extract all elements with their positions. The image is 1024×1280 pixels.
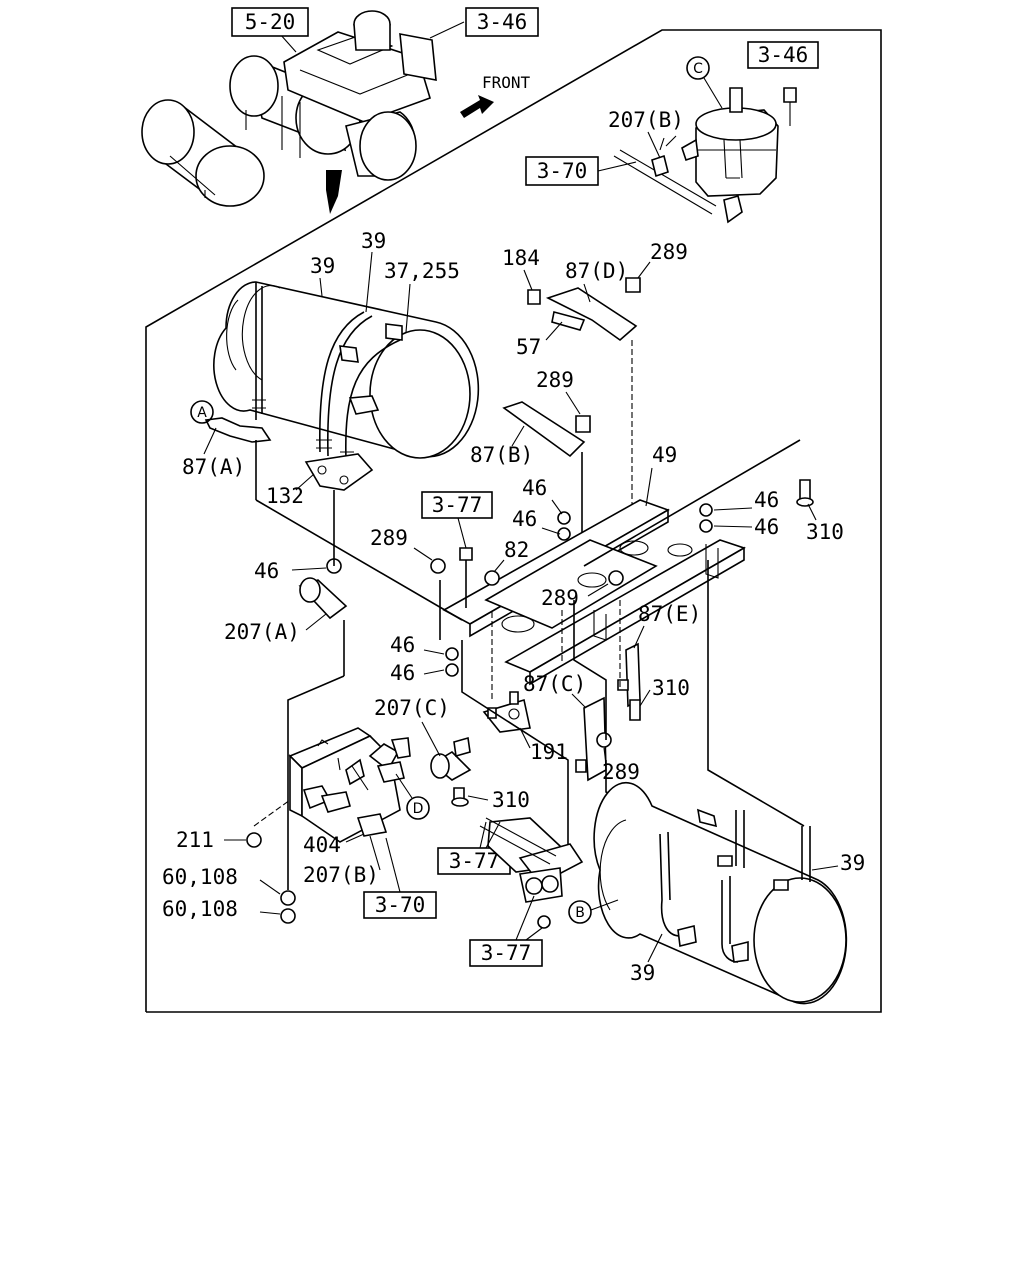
ref-box-3-77-low2[interactable]: 3-77 bbox=[469, 939, 543, 967]
label-207c: 207(C) bbox=[374, 696, 450, 720]
label-207b-low: 207(B) bbox=[303, 863, 379, 887]
truck-overview-illustration bbox=[141, 10, 465, 214]
label-49: 49 bbox=[652, 443, 677, 467]
svg-text:A: A bbox=[197, 405, 207, 421]
overview-tank-right bbox=[345, 111, 417, 181]
circle-marker-c: C bbox=[686, 56, 723, 109]
label-46-m1: 46 bbox=[390, 633, 415, 657]
label-39-bot: 39 bbox=[630, 961, 655, 985]
label-87c: 87(C) bbox=[523, 672, 586, 696]
svg-text:D: D bbox=[413, 801, 424, 817]
svg-text:3-46: 3-46 bbox=[477, 10, 528, 34]
label-184: 184 bbox=[502, 246, 540, 270]
bracket-87a bbox=[204, 417, 272, 443]
fasteners-frame bbox=[326, 479, 814, 677]
label-289-d: 289 bbox=[541, 586, 579, 610]
ref-box-3-46-top[interactable]: 3-46 bbox=[465, 7, 539, 37]
ref-box-3-70-top[interactable]: 3-70 bbox=[525, 156, 599, 186]
diagram-frame bbox=[145, 29, 882, 1013]
label-46-r2: 46 bbox=[754, 515, 779, 539]
svg-text:3-46: 3-46 bbox=[758, 43, 809, 67]
svg-text:C: C bbox=[693, 61, 703, 77]
label-191: 191 bbox=[530, 740, 568, 764]
bracket-87e bbox=[617, 642, 641, 708]
label-82: 82 bbox=[504, 538, 529, 562]
cross-member-49 bbox=[255, 439, 801, 686]
label-46-b: 46 bbox=[512, 507, 537, 531]
label-87d: 87(D) bbox=[565, 259, 628, 283]
circle-marker-a: A bbox=[190, 400, 214, 424]
svg-text:3-77: 3-77 bbox=[449, 849, 500, 873]
label-57: 57 bbox=[516, 335, 541, 359]
label-60-108-b: 60,108 bbox=[162, 897, 238, 921]
label-39-a: 39 bbox=[361, 229, 386, 253]
label-207a: 207(A) bbox=[224, 620, 300, 644]
label-289-b: 289 bbox=[536, 368, 574, 392]
front-arrow-icon bbox=[460, 95, 494, 118]
label-87e: 87(E) bbox=[638, 602, 701, 626]
ref-box-3-77-mid[interactable]: 3-77 bbox=[421, 491, 493, 519]
svg-text:B: B bbox=[575, 905, 585, 921]
svg-text:3-70: 3-70 bbox=[537, 159, 588, 183]
svg-text:5-20: 5-20 bbox=[245, 10, 296, 34]
front-label: FRONT bbox=[482, 73, 531, 92]
front-direction-indicator: FRONT bbox=[460, 73, 531, 118]
label-46-r1: 46 bbox=[754, 488, 779, 512]
label-46-l: 46 bbox=[254, 559, 279, 583]
label-207b-top: 207(B) bbox=[608, 108, 684, 132]
label-310-m: 310 bbox=[652, 676, 690, 700]
svg-text:3-77: 3-77 bbox=[432, 493, 483, 517]
label-211: 211 bbox=[176, 828, 214, 852]
bracket-87d bbox=[527, 277, 641, 510]
bracket-87c bbox=[575, 696, 641, 782]
overview-module-box bbox=[283, 10, 437, 123]
plate-132 bbox=[304, 453, 374, 491]
label-87b: 87(B) bbox=[470, 443, 533, 467]
label-37-255: 37,255 bbox=[384, 259, 460, 283]
overview-tank-left bbox=[141, 99, 265, 207]
svg-text:3-77: 3-77 bbox=[481, 941, 532, 965]
label-87a: 87(A) bbox=[182, 455, 245, 479]
label-46-m2: 46 bbox=[390, 661, 415, 685]
connecting-lines bbox=[287, 560, 805, 890]
valve-block-assembly bbox=[246, 727, 472, 924]
label-46-a: 46 bbox=[522, 476, 547, 500]
label-310-b: 310 bbox=[492, 788, 530, 812]
circle-marker-b: B bbox=[568, 899, 619, 924]
label-289-c: 289 bbox=[370, 526, 408, 550]
label-310-r: 310 bbox=[806, 520, 844, 544]
svg-text:3-70: 3-70 bbox=[375, 893, 426, 917]
circle-marker-d: D bbox=[395, 773, 430, 820]
label-289-e: 289 bbox=[602, 760, 640, 784]
relay-valve-assembly bbox=[479, 817, 584, 929]
air-dryer-assembly bbox=[597, 87, 797, 224]
label-39-r: 39 bbox=[840, 851, 865, 875]
label-60-108-a: 60,108 bbox=[162, 865, 238, 889]
plate-191 bbox=[482, 612, 531, 733]
ref-box-5-20[interactable]: 5-20 bbox=[231, 7, 309, 37]
ref-box-3-70-low[interactable]: 3-70 bbox=[363, 891, 437, 919]
label-289-top: 289 bbox=[650, 240, 688, 264]
overview-pointer-arrow bbox=[326, 170, 342, 214]
label-404: 404 bbox=[303, 833, 341, 857]
callout-labels: 207(B) 39 39 37,255 184 87(D) 289 57 289… bbox=[162, 108, 865, 985]
clamp-207a bbox=[298, 577, 348, 620]
air-tank-b bbox=[593, 781, 848, 1005]
label-39-b: 39 bbox=[310, 254, 335, 278]
ref-box-3-46-right[interactable]: 3-46 bbox=[747, 41, 819, 69]
air-tank-a bbox=[213, 281, 480, 461]
